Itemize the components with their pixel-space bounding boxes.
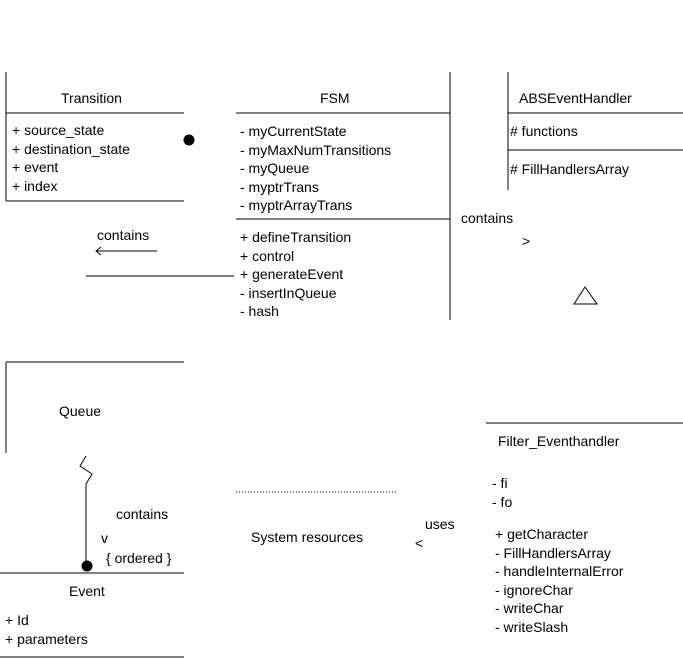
fsm-operation: - hash xyxy=(240,303,279,319)
abs-operations: # FillHandlersArray xyxy=(510,160,629,179)
transition-aggregation-dot xyxy=(183,134,195,146)
filter-attribute: - fi xyxy=(492,475,508,491)
contains-event-direction-arrow: v xyxy=(101,530,108,546)
fsm-attribute: - myMaxNumTransitions xyxy=(240,141,392,158)
filter-operation: - writeSlash xyxy=(495,618,569,635)
event-attributes: + Id + parameters xyxy=(5,611,88,648)
event-attribute: + Id xyxy=(5,612,29,628)
filter-operation: + getCharacter xyxy=(495,526,588,542)
contains-direction-arrow: > xyxy=(522,233,531,249)
transition-attributes: + source_state + destination_state + eve… xyxy=(12,121,130,195)
event-attribute: + parameters xyxy=(5,630,88,647)
fsm-attribute: - myptrTrans xyxy=(240,178,319,195)
transition-attribute: + source_state xyxy=(12,122,105,138)
fsm-operation: - insertInQueue xyxy=(240,284,337,301)
queue-class-title: Queue xyxy=(59,403,102,419)
abs-attributes: # functions xyxy=(510,122,578,141)
fsm-operations: + defineTransition + control + generateE… xyxy=(240,228,351,321)
fsm-attribute: - myCurrentState xyxy=(240,123,347,139)
filter-eventhandler-title: Filter_Eventhandler xyxy=(498,433,620,449)
filter-operation: - handleInternalError xyxy=(495,563,624,579)
inheritance-triangle xyxy=(573,286,598,305)
ordered-constraint: { ordered } xyxy=(106,550,172,566)
event-class-title: Event xyxy=(69,583,105,599)
filter-attribute: - fo xyxy=(492,493,513,510)
contains-label-abs: contains xyxy=(461,210,514,226)
fsm-class-title: FSM xyxy=(320,90,350,106)
abs-event-handler-title: ABSEventHandler xyxy=(519,90,632,106)
filter-operation: - writeChar xyxy=(495,600,564,616)
queue-break-symbol xyxy=(79,455,93,485)
fsm-attributes: - myCurrentState - myMaxNumTransitions -… xyxy=(240,122,391,215)
fsm-attribute: - myptrArrayTrans xyxy=(240,197,353,213)
fsm-operation: + defineTransition xyxy=(240,229,352,245)
contains-label-transition: contains xyxy=(97,227,150,243)
abs-attribute: # functions xyxy=(510,123,578,139)
system-resources-title: System resources xyxy=(251,529,364,545)
fsm-attribute: - myQueue xyxy=(240,160,310,176)
filter-attributes: - fi - fo xyxy=(492,474,512,511)
uses-direction-arrow: < xyxy=(415,535,424,551)
transition-attribute: + index xyxy=(12,177,58,194)
transition-attribute: + event xyxy=(12,159,59,175)
uses-label: uses xyxy=(425,516,455,532)
fsm-operation: + generateEvent xyxy=(240,266,344,282)
fsm-operation: + control xyxy=(240,247,295,264)
filter-operations: + getCharacter - FillHandlersArray - han… xyxy=(495,525,623,636)
contains-label-event: contains xyxy=(116,506,169,522)
contains-arrow-head xyxy=(95,246,102,256)
filter-operation: - FillHandlersArray xyxy=(495,544,611,561)
transition-attribute: + destination_state xyxy=(12,140,130,157)
abs-operation: # FillHandlersArray xyxy=(510,161,630,177)
event-aggregation-dot xyxy=(81,560,93,572)
transition-class-title: Transition xyxy=(61,90,122,106)
filter-operation: - ignoreChar xyxy=(495,581,573,598)
